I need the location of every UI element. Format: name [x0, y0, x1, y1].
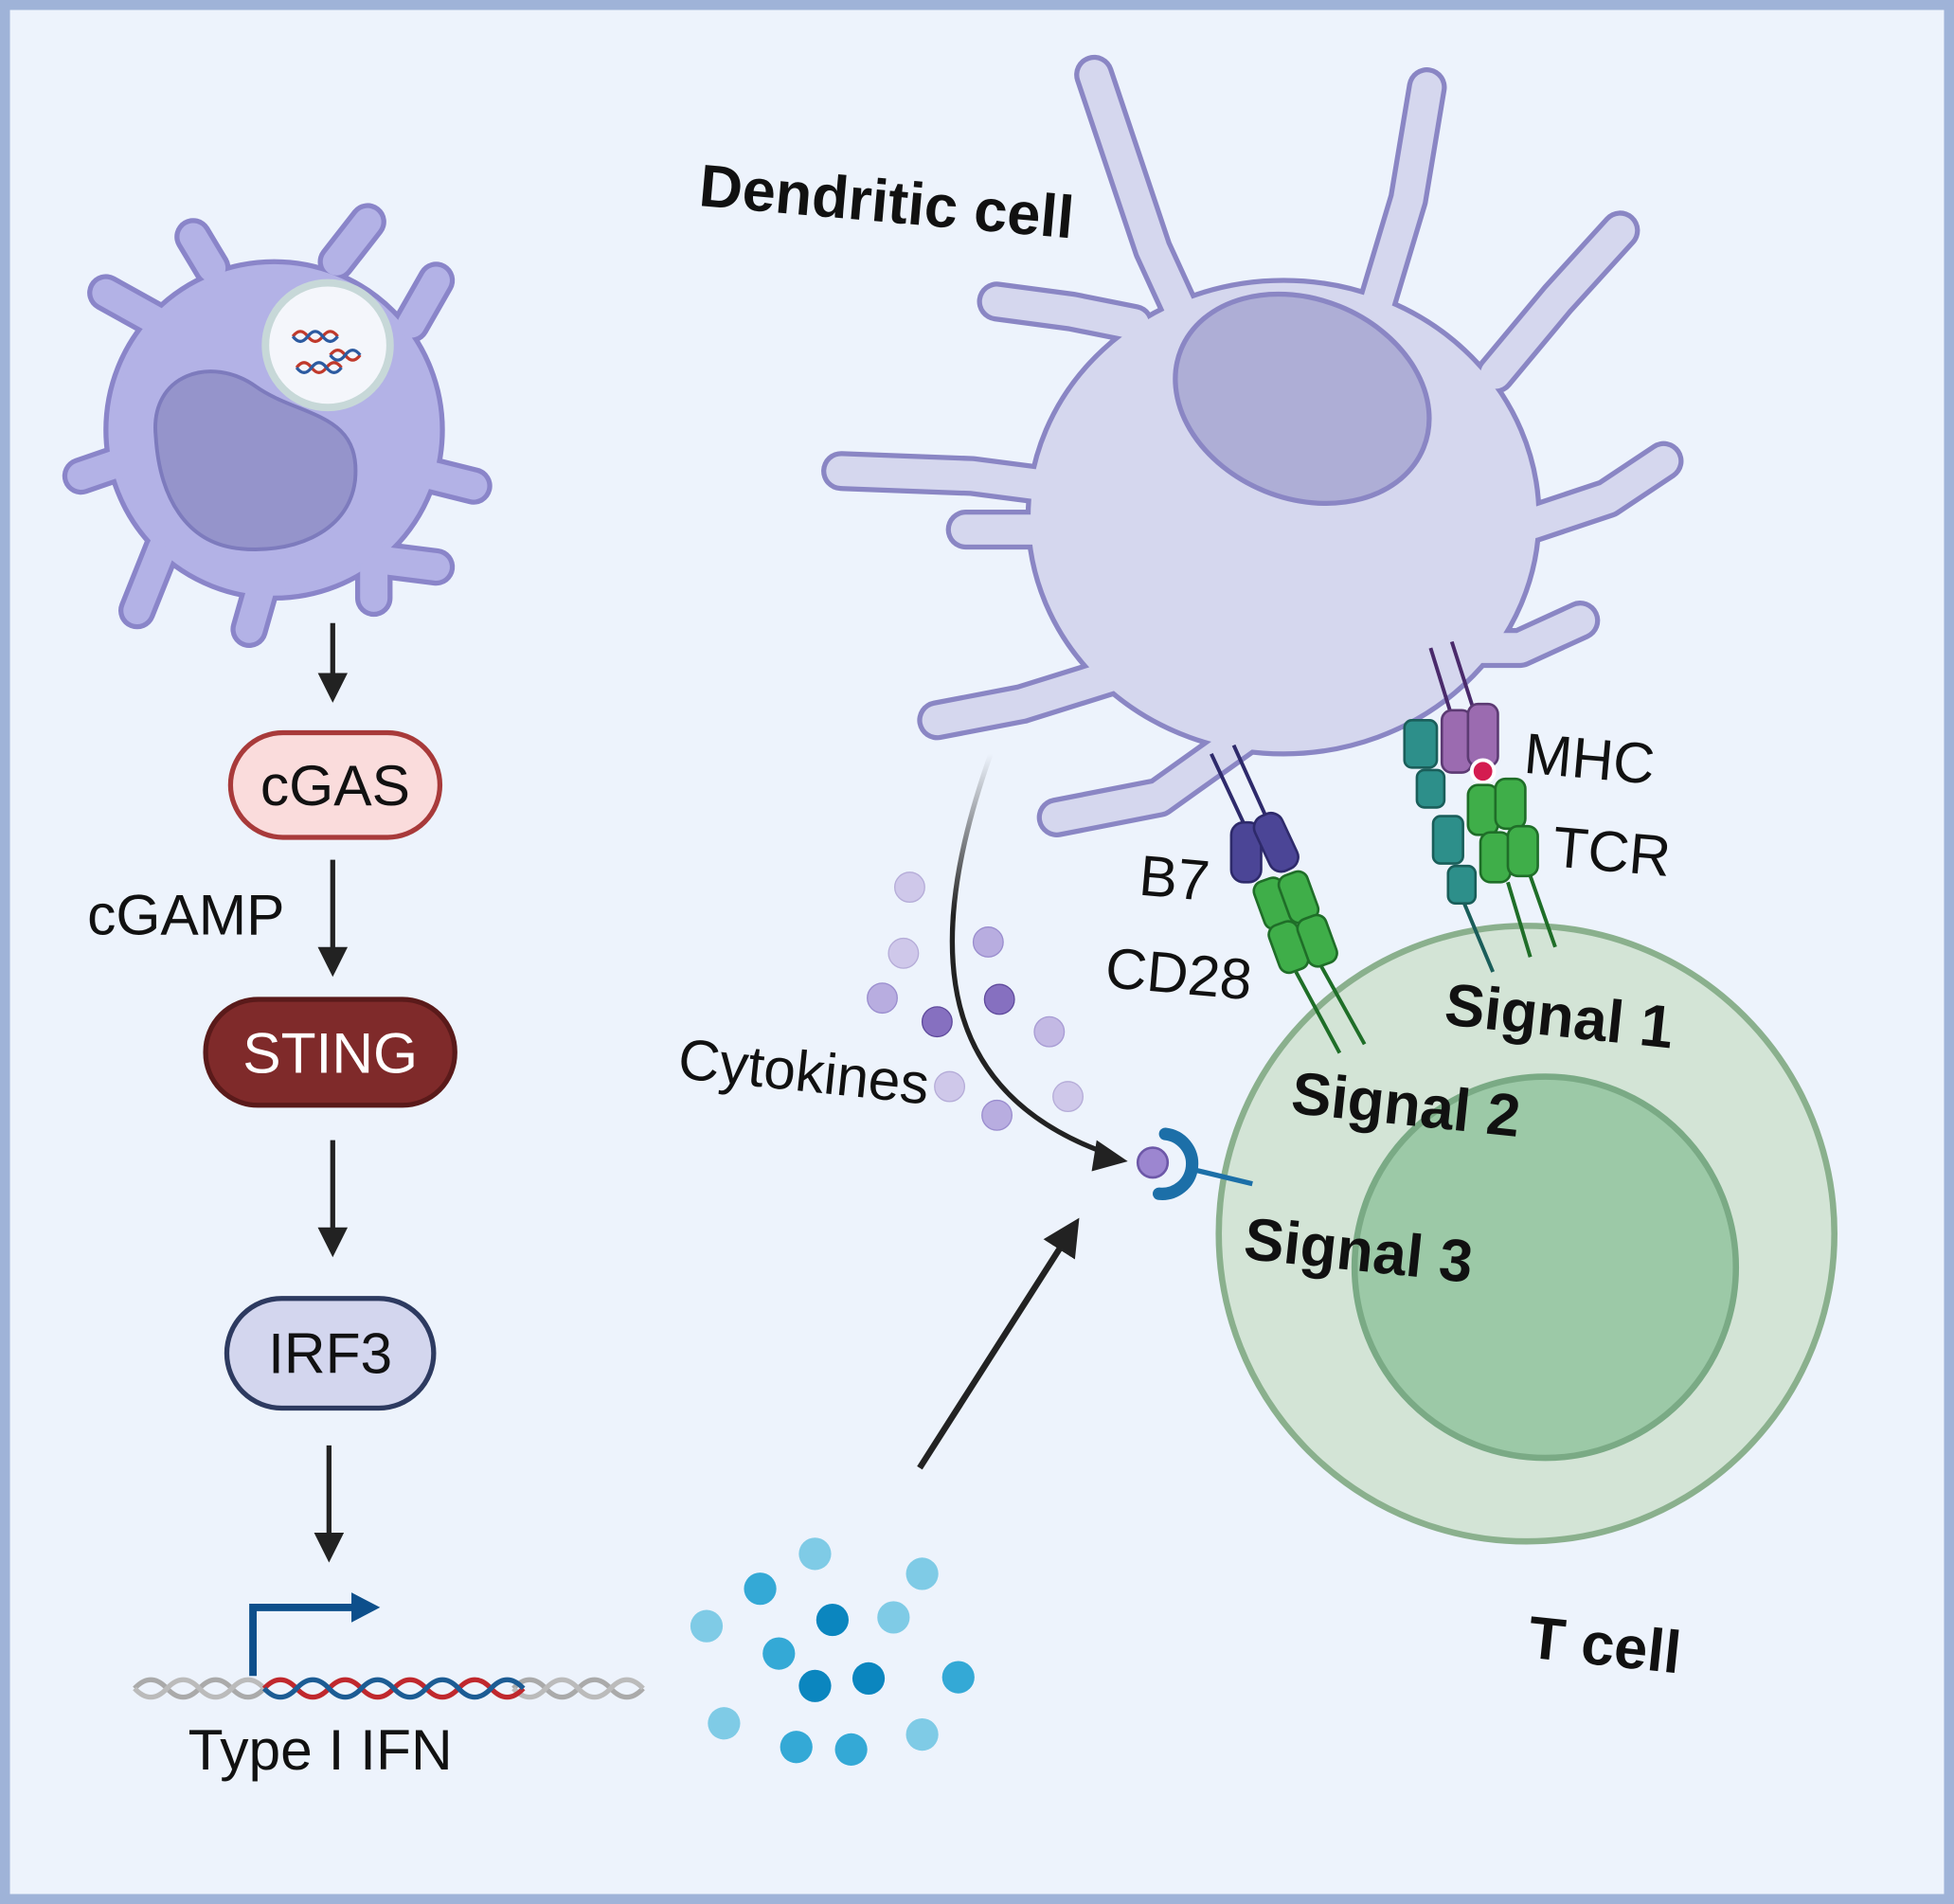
cgas-node: cGAS	[227, 729, 443, 840]
cytokine-receptor	[1136, 1127, 1253, 1200]
sting-node: STING	[203, 997, 457, 1108]
cgamp-label: cGAMP	[87, 883, 284, 947]
dna-vesicle	[261, 278, 394, 412]
cytokine-particles	[867, 871, 1084, 1131]
cytokine-arrow	[949, 752, 1117, 1159]
ifn-particles	[690, 1537, 975, 1766]
cgas-label: cGAS	[260, 753, 410, 817]
peptide-antigen	[1469, 758, 1497, 785]
tcr-label: TCR	[1551, 814, 1674, 889]
mhc-tcr-complex	[1403, 640, 1557, 973]
tumor-nucleus	[153, 369, 358, 551]
tumor-cell	[62, 203, 493, 649]
irf3-node: IRF3	[224, 1296, 437, 1411]
t-cell-nucleus	[1351, 1073, 1740, 1462]
t-cell-label: T cell	[1525, 1605, 1684, 1686]
ifn-arrow	[917, 1217, 1080, 1470]
t-cell	[1215, 923, 1837, 1545]
mhc-label: MHC	[1522, 721, 1658, 797]
promoter-arrow-icon	[249, 1603, 355, 1677]
b7-cd28-complex	[1210, 744, 1367, 1054]
sting-pathway	[314, 622, 349, 1563]
type1-ifn-label: Type I IFN	[188, 1717, 453, 1782]
b7-label: B7	[1137, 843, 1212, 913]
dendritic-cell	[821, 54, 1684, 837]
irf3-label: IRF3	[268, 1321, 392, 1386]
cd28-label: CD28	[1103, 935, 1255, 1012]
ifn-gene: Type I IFN	[133, 1592, 645, 1782]
dc-nucleus	[1173, 291, 1432, 507]
sting-label: STING	[242, 1021, 418, 1086]
